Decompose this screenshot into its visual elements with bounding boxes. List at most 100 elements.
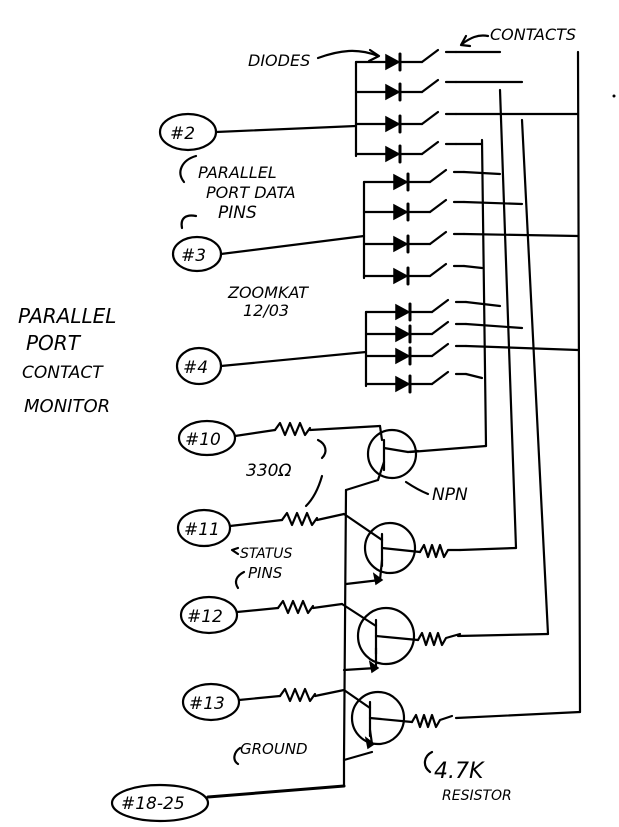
contact-switch-icon <box>420 48 440 64</box>
diode-row-2-1 <box>362 168 502 192</box>
diode-row-1-3 <box>354 110 580 134</box>
q2-collector <box>342 512 384 542</box>
ppdp-line-2: PORT DATA <box>206 183 296 202</box>
contact-output-wire <box>464 372 484 380</box>
status-pins-line-1: STATUS <box>240 546 293 562</box>
diode-row-2-2 <box>362 198 524 222</box>
q1-emitter <box>376 460 386 482</box>
contact-switch-icon <box>428 262 448 278</box>
contact-bus-c-to-q3 <box>456 632 550 638</box>
contact-switch-icon <box>430 320 450 336</box>
pin-2: #2 <box>158 112 218 152</box>
wire-res3-node <box>311 602 344 610</box>
wire-pin11-res <box>228 518 284 528</box>
wire-pin10-res <box>233 428 277 438</box>
contact-switch-icon <box>430 370 450 386</box>
contact-switch-icon <box>428 198 448 214</box>
q4-collector <box>342 688 372 710</box>
diode-icon <box>385 53 401 71</box>
resistor-330-arrow <box>304 474 324 508</box>
pin-10-bubble <box>177 419 237 457</box>
diode-row-1-2 <box>354 78 524 102</box>
q3-base <box>374 634 420 642</box>
contacts-arrow <box>460 34 490 46</box>
transistor-q4 <box>342 688 454 750</box>
contact-output-wire <box>462 200 524 206</box>
pin-2-label: #2 <box>170 124 195 144</box>
status-pins-tick-2 <box>234 570 246 590</box>
diode-row-2-4 <box>362 262 484 286</box>
pin-ground: #18-25 <box>110 783 210 823</box>
resistor-4k7-3 <box>416 631 462 647</box>
pin-ground-label: #18-25 <box>121 794 185 814</box>
pin-ground-bubble <box>110 783 210 823</box>
ppdp-arrow-down <box>180 214 198 230</box>
diode-icon <box>385 83 401 101</box>
npn-arrow <box>404 480 430 496</box>
contact-output-wire <box>464 344 580 352</box>
resistor-330-1 <box>273 421 312 437</box>
ground-wire <box>206 784 346 799</box>
npn-label: NPN <box>432 485 468 505</box>
contact-bus-b-to-q2 <box>458 546 518 552</box>
contact-bus-d-to-q4 <box>454 710 582 720</box>
diode-contact-rows <box>354 48 580 394</box>
contacts-label: CONTACTS <box>490 25 576 44</box>
contacts-arrowhead <box>459 34 472 48</box>
diodes-arrow <box>316 49 380 60</box>
diodes-arrowhead <box>367 48 381 63</box>
diode-icon <box>393 235 409 253</box>
resistor-4k7-label: RESISTOR <box>442 788 512 804</box>
pin-12-label: #12 <box>187 607 223 627</box>
contact-output-wire <box>462 264 484 270</box>
pin-13-bubble <box>181 682 241 722</box>
contact-switch-icon <box>430 298 450 314</box>
parallel-port-data-pins-label: PARALLEL PORT DATA PINS <box>179 154 296 230</box>
diode-icon <box>395 325 411 343</box>
transistor-q3 <box>340 602 462 674</box>
title-block: PARALLEL PORT CONTACT MONITOR <box>18 304 116 417</box>
contact-output-wire <box>462 232 580 238</box>
ground-bus-q3 <box>342 666 378 672</box>
diode-icon <box>395 375 411 393</box>
resistor-330-row-3 <box>235 599 344 615</box>
ppdp-arrow-up <box>179 154 198 184</box>
status-pins-line-2: PINS <box>248 564 283 582</box>
diode-row-3-3 <box>364 342 580 366</box>
contact-switch-icon <box>428 230 448 246</box>
resistor-4k7-value: 4.7K <box>434 759 485 784</box>
q2-body <box>363 521 417 575</box>
contact-switch-icon <box>420 110 440 126</box>
q1-emitter-wire <box>344 478 380 492</box>
wire-res-q1-base <box>308 424 382 432</box>
diode-icon <box>393 173 409 191</box>
q2-emitter-wire <box>344 578 382 586</box>
resistor-330-4 <box>278 687 317 703</box>
date-label: 12/03 <box>243 301 289 320</box>
contact-switch-icon <box>420 78 440 94</box>
pin-12: #12 <box>179 595 239 635</box>
author-label: ZOOMKAT <box>227 283 309 302</box>
contact-vertical-buses <box>408 50 582 720</box>
contact-bus-c <box>520 118 550 636</box>
pin-10-label: #10 <box>185 430 221 450</box>
q1-collector <box>382 446 410 454</box>
title-line-4: MONITOR <box>24 396 110 417</box>
resistor-330-label: 330Ω <box>246 461 291 481</box>
diode-row-1-1 <box>354 48 502 72</box>
diode-row-3-2 <box>364 320 524 344</box>
q4-emitter-arrow <box>364 736 376 750</box>
diode-icon <box>393 267 409 285</box>
stray-dot <box>612 94 616 98</box>
resistor-330-row-4 <box>237 687 346 703</box>
wire-pin-2 <box>214 124 358 134</box>
diode-row-3-1 <box>364 298 502 322</box>
q1-base-link <box>406 449 420 454</box>
diodes-label: DIODES <box>248 51 310 70</box>
wire-pin13-res <box>237 694 282 702</box>
pin-3: #3 <box>171 235 223 273</box>
title-line-3: CONTACT <box>22 363 104 383</box>
resistor-330-hook <box>316 438 327 460</box>
q4-base <box>368 716 414 724</box>
